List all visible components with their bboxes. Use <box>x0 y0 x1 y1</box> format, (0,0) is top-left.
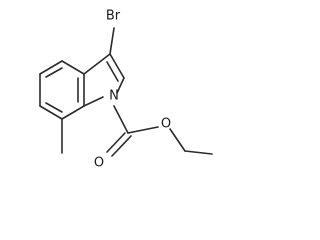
bond-c5-c4-inner <box>45 67 63 78</box>
nitrogen-label: N <box>109 89 119 104</box>
bond-c7a-c7 <box>61 105 85 120</box>
ethyl-3-bromo-7-methylindole-1-carboxylate-structure: Br N O O <box>39 9 213 171</box>
bond-c2-n1 <box>116 77 125 94</box>
bond-c5-c4 <box>39 60 63 75</box>
bond-carbonyl-double-a <box>106 132 126 153</box>
bond-c3-br <box>109 27 115 55</box>
bond-c3a-c3 <box>83 53 111 75</box>
bond-c3-c2-inner <box>106 61 119 82</box>
bond-carbonyl-double-b <box>111 135 132 157</box>
bond-ester-o-ch2 <box>169 128 186 152</box>
bond-c7-c6-inner <box>45 102 63 113</box>
ester-oxygen-label: O <box>161 117 171 132</box>
bond-n1-carbonyl <box>113 105 129 134</box>
carbonyl-oxygen-label: O <box>94 156 104 171</box>
bond-n1-c7a <box>83 96 104 107</box>
bond-carbonyl-ester-o <box>127 126 159 134</box>
bond-c7-c6 <box>39 105 63 120</box>
bond-c4-c3a <box>61 60 85 75</box>
bond-ch2-ch3 <box>184 150 213 155</box>
bond-c3-c2 <box>109 53 125 79</box>
bromine-label: Br <box>106 9 121 24</box>
